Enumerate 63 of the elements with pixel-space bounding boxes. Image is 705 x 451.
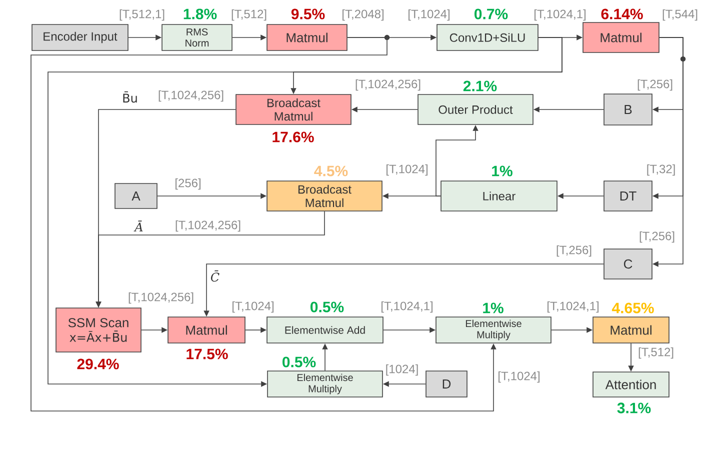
- edge-label: [T,1024,1]: [532, 8, 588, 22]
- edge-label: [T,1024]: [496, 370, 542, 384]
- process-box: Matmul: [266, 24, 348, 51]
- process-box: Conv1D+SiLU: [436, 24, 538, 51]
- edge-label: [T,1024,256]: [354, 78, 422, 92]
- symbol-label: C̄: [210, 270, 220, 282]
- edge-label: [T,512]: [230, 8, 268, 22]
- percentage-label: 4.5%: [314, 166, 348, 176]
- symbol-label: B̄u: [123, 91, 137, 103]
- process-box: B: [604, 94, 652, 126]
- process-box: A: [114, 183, 158, 209]
- percentage-label: 3.1%: [617, 402, 651, 414]
- edge-label: [256]: [174, 177, 202, 191]
- process-box: Matmul: [582, 22, 660, 53]
- edge-label: [1024]: [384, 363, 420, 377]
- edge-label: [T,1024,1]: [546, 300, 600, 314]
- process-box: Matmul: [592, 316, 670, 344]
- process-box: Elementwise Multiply: [267, 370, 383, 398]
- percentage-label: 17.5%: [186, 348, 228, 360]
- percentage-label: 1%: [492, 166, 512, 176]
- process-box: Linear: [440, 180, 558, 212]
- edge-label: [T,1024]: [230, 300, 276, 314]
- arrow: [30, 37, 496, 412]
- percentage-label: 9.5%: [291, 8, 325, 20]
- edge-label: [T,1024,256]: [126, 291, 196, 305]
- edge-label: [T,256]: [638, 230, 676, 244]
- process-box: Elementwise Add: [266, 316, 384, 344]
- edge-label: [T,256]: [555, 244, 594, 258]
- percentage-label: 2.1%: [463, 80, 497, 92]
- percentage-label: 0.5%: [282, 356, 316, 368]
- symbol-label: Ā: [134, 220, 143, 232]
- percentage-label: 6.14%: [601, 8, 643, 20]
- process-box: Outer Product: [418, 94, 534, 125]
- process-box: D: [426, 370, 468, 398]
- process-box: Matmul: [168, 316, 246, 344]
- process-box: Broadcast Matmul: [266, 180, 382, 212]
- percentage-label: 17.6%: [272, 132, 314, 142]
- shape-label: [T,544]: [662, 9, 698, 21]
- edge-label: [T,1024,256]: [174, 219, 242, 233]
- edge-label: [T,32]: [645, 163, 677, 177]
- process-box: Encoder Input: [32, 24, 128, 51]
- edge-label: [T,512]: [637, 346, 676, 360]
- edge-label: [T,1024,256]: [156, 89, 226, 103]
- process-box: RMS Norm: [162, 24, 232, 51]
- shape-label: [T,2048]: [342, 9, 384, 21]
- percentage-label: 1.8%: [184, 8, 217, 20]
- process-box: Attention: [592, 372, 670, 398]
- edge-label: [T,1024]: [406, 8, 452, 22]
- process-box: C: [604, 248, 652, 280]
- percentage-label: 29.4%: [77, 358, 119, 370]
- process-box: Elementwise Multiply: [436, 316, 552, 344]
- percentage-label: 0.5%: [310, 302, 344, 312]
- arrow: [48, 37, 562, 387]
- edge-label: [T,256]: [636, 78, 674, 92]
- edge-label: [T,1024,1]: [380, 300, 434, 314]
- process-box: SSM Scan x=Āx+B̄u: [56, 308, 142, 352]
- process-box: Broadcast Matmul: [236, 94, 352, 125]
- percentage-label: 0.7%: [474, 8, 508, 20]
- percentage-label: 1%: [483, 302, 504, 314]
- process-box: DT: [604, 180, 652, 212]
- edge-label: [T,1024]: [384, 163, 430, 177]
- edge-label: [T,512,1]: [118, 8, 166, 22]
- percentage-label: 4.65%: [612, 302, 654, 314]
